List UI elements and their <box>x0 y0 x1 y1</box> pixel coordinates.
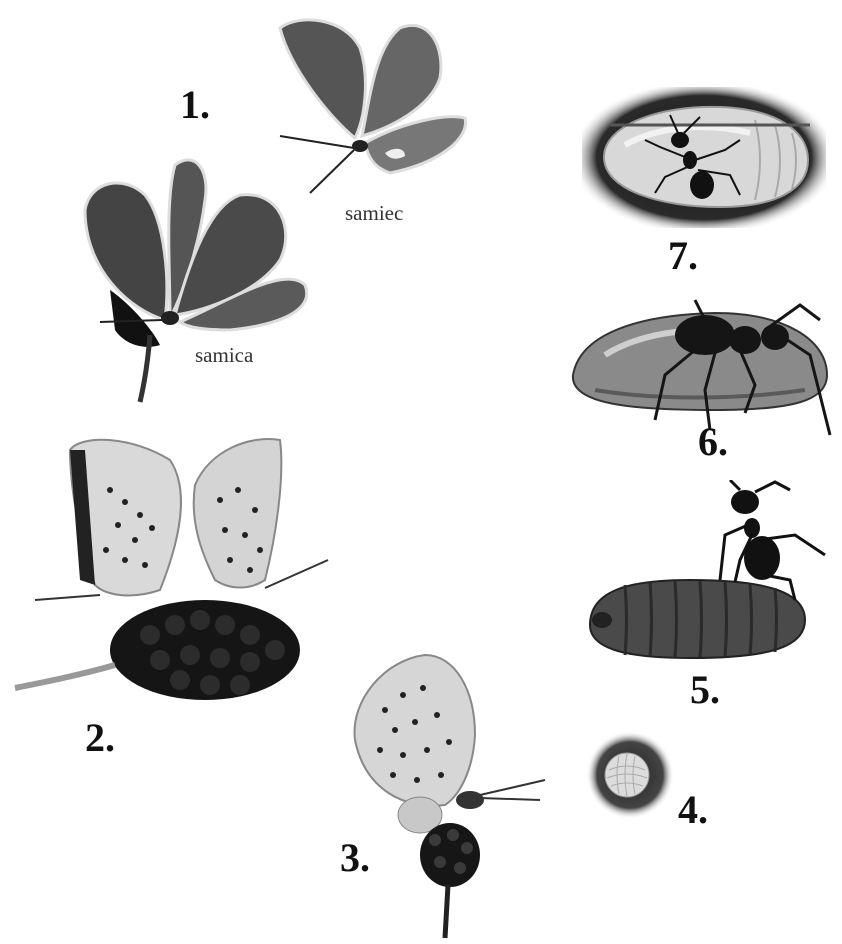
caterpillar-with-ant-illustration <box>580 480 840 665</box>
stage-7-number: 7. <box>668 236 698 276</box>
stage-1-number: 1. <box>180 85 210 125</box>
stage-6-number: 6. <box>698 422 728 462</box>
stage-2-number: 2. <box>85 718 115 758</box>
male-caption: samiec <box>345 203 403 224</box>
female-caption: samica <box>195 345 253 366</box>
stage-3-number: 3. <box>340 838 370 878</box>
stage-5-number: 5. <box>690 670 720 710</box>
pupa-in-ant-nest-illustration <box>580 85 828 230</box>
mating-pair-illustration <box>10 430 340 705</box>
egg-illustration <box>585 730 675 820</box>
egg-laying-butterfly-illustration <box>345 650 550 940</box>
stage-4-number: 4. <box>678 790 708 830</box>
